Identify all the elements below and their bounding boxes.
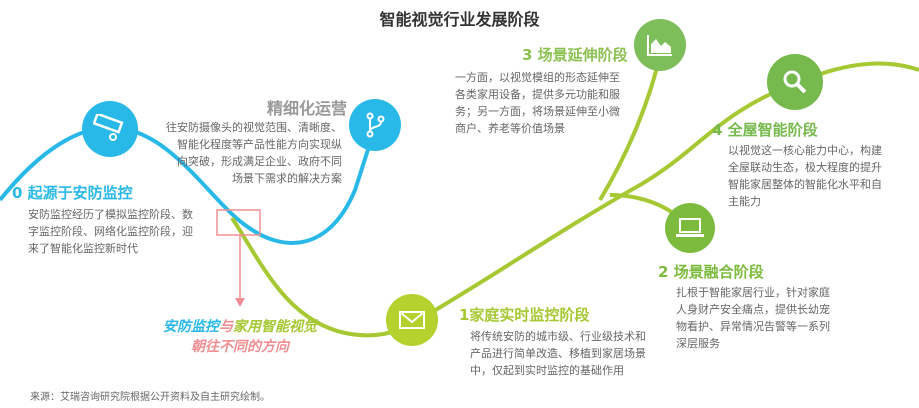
stage-3-heading: 3 场景延伸阶段 bbox=[522, 46, 628, 64]
stage-0-desc: 安防监控经历了模拟监控阶段、数字监控阶段、网络化监控阶段，迎来了智能化监控新时代 bbox=[28, 208, 193, 255]
stage-2-desc: 扎根于智能家居行业，针对家庭人身财产安全痛点，提供长幼宠物看护、异常情况告警等一… bbox=[676, 286, 830, 350]
stage-4-heading: 4 全屋智能阶段 bbox=[712, 121, 818, 139]
branch-icon bbox=[349, 99, 401, 151]
stage-1-heading: 1家庭实时监控阶段 bbox=[459, 306, 590, 324]
camera-icon bbox=[82, 101, 138, 157]
stage-1-desc: 将传统安防的城市级、行业级技术和产品进行简单改造、移植到家居场景中，仅起到实时监… bbox=[470, 330, 646, 377]
stage-refine-desc: 往安防摄像头的视觉范围、清晰度、智能化程度等产品性能方向实现纵向突破，形成满足企… bbox=[166, 121, 342, 185]
highlight-box bbox=[216, 209, 261, 236]
stage-0-heading: 0 起源于安防监控 bbox=[12, 184, 133, 202]
source-note: 来源：艾瑞咨询研究院根据公开资料及自主研究绘制。 bbox=[30, 392, 270, 403]
page-title: 智能视觉行业发展阶段 bbox=[379, 10, 540, 29]
chart-icon bbox=[634, 19, 686, 71]
stage-refine-heading: 精细化运营 bbox=[267, 99, 348, 118]
laptop-icon bbox=[665, 203, 715, 253]
search-icon bbox=[767, 54, 823, 110]
stage-2-heading: 2 场景融合阶段 bbox=[658, 263, 764, 281]
envelope-icon bbox=[386, 294, 438, 346]
stage-4-desc: 以视觉这一核心能力中心，构建全屋联动生态，极大程度的提升智能家居整体的智能化水平… bbox=[728, 144, 882, 208]
stage-3-desc: 一方面，以视觉模组的形态延伸至各类家用设备，提供多元功能和服务；另一方面，将场景… bbox=[455, 71, 620, 135]
slogan: 安防监控与家用智能视觉 朝往不同的方向 bbox=[163, 319, 317, 355]
